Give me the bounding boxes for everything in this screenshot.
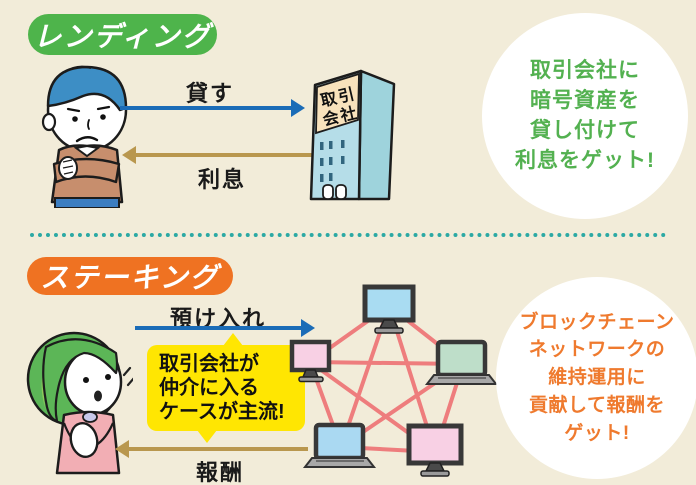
lend-arrow-label: 貸す bbox=[186, 81, 235, 106]
lending-title: レンディング bbox=[33, 20, 212, 52]
reward-arrow bbox=[115, 440, 308, 458]
motion-marks bbox=[122, 366, 133, 387]
lending-note-bubble: 取引会社に 暗号資産を 貸し付けて 利息をゲット! bbox=[482, 13, 688, 219]
callout-line: 取引会社が bbox=[159, 353, 259, 375]
staking-title-badge: ステーキング bbox=[27, 257, 233, 295]
computer-network-illustration bbox=[289, 284, 498, 477]
exchange-building-illustration: 取引 会社 bbox=[309, 69, 396, 201]
arrow-right-icon bbox=[291, 99, 305, 117]
callout-line: ケースが主流! bbox=[159, 401, 285, 423]
section-divider-dotted bbox=[30, 233, 666, 237]
arrow-left-icon bbox=[122, 146, 136, 164]
interest-arrow bbox=[122, 146, 313, 164]
intermediary-callout: 取引会社が 仲介に入る ケースが主流! bbox=[147, 333, 305, 443]
monitor-icon bbox=[406, 423, 464, 477]
girl-surprised-mouth bbox=[94, 390, 102, 402]
building-door bbox=[322, 184, 334, 200]
laptop-icon bbox=[424, 339, 498, 385]
deposit-arrow bbox=[135, 319, 315, 337]
note-line: 維持運用に bbox=[548, 367, 646, 389]
monitor-icon bbox=[362, 284, 416, 334]
callout-pointer-down bbox=[197, 430, 217, 443]
note-line: ブロックチェーン bbox=[519, 311, 675, 333]
lend-arrow bbox=[120, 99, 305, 117]
note-line: 貸し付けて bbox=[530, 119, 640, 142]
note-line: ゲット! bbox=[564, 422, 630, 444]
arrow-left-icon bbox=[115, 440, 129, 458]
girl-character-illustration bbox=[26, 331, 133, 475]
callout-pointer-up bbox=[223, 333, 243, 346]
arrow-right-icon bbox=[301, 319, 315, 337]
lending-title-badge: レンディング bbox=[28, 14, 217, 55]
boy-pants bbox=[54, 197, 120, 208]
building-door bbox=[335, 184, 347, 200]
staking-note-bubble: ブロックチェーン ネットワークの 維持運用に 貢献して報酬を ゲット! bbox=[496, 277, 696, 479]
monitor-icon bbox=[289, 339, 332, 383]
building-windows bbox=[320, 140, 345, 182]
reward-arrow-label: 報酬 bbox=[196, 460, 245, 485]
note-line: ネットワークの bbox=[528, 339, 666, 361]
note-line: 暗号資産を bbox=[530, 89, 640, 113]
note-line: 貢献して報酬を bbox=[529, 394, 665, 416]
interest-arrow-label: 利息 bbox=[198, 167, 247, 192]
staking-title: ステーキング bbox=[40, 262, 220, 293]
laptop-icon bbox=[302, 422, 377, 468]
callout-line: 仲介に入る bbox=[159, 377, 259, 399]
girl-clasped-hands bbox=[69, 422, 99, 458]
note-line: 利息をゲット! bbox=[515, 148, 655, 172]
note-line: 取引会社に bbox=[530, 59, 640, 83]
building-sign bbox=[315, 72, 360, 135]
